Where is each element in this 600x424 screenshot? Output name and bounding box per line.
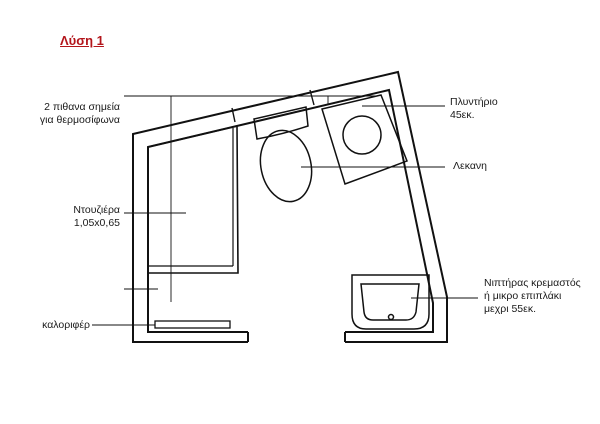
radiator — [154, 320, 231, 329]
toilet — [253, 106, 313, 203]
leader-lines — [92, 95, 478, 326]
window-niche — [231, 89, 315, 123]
radiator-label: καλοριφέρ — [42, 319, 90, 331]
sink — [351, 274, 430, 330]
washing-machine-label: Πλυντήριο 45εκ. — [450, 96, 498, 121]
solution-title: Λύση 1 — [60, 33, 104, 48]
toilet-label: Λεκανη — [453, 160, 487, 172]
sink-label: Νιπτήρας κρεμαστός ή μικρο επιπλάκι μεχρ… — [484, 277, 581, 315]
water-heater-label: 2 πιθανα σημεία για θερμοσίφωνα — [39, 101, 120, 126]
shower-tray — [147, 124, 239, 274]
inner-wall — [147, 88, 434, 333]
outer-wall — [132, 70, 448, 343]
washing-machine — [321, 94, 408, 185]
shower-label: Ντουζιέρα 1,05x0,65 — [73, 204, 120, 229]
door-opening — [247, 328, 346, 344]
